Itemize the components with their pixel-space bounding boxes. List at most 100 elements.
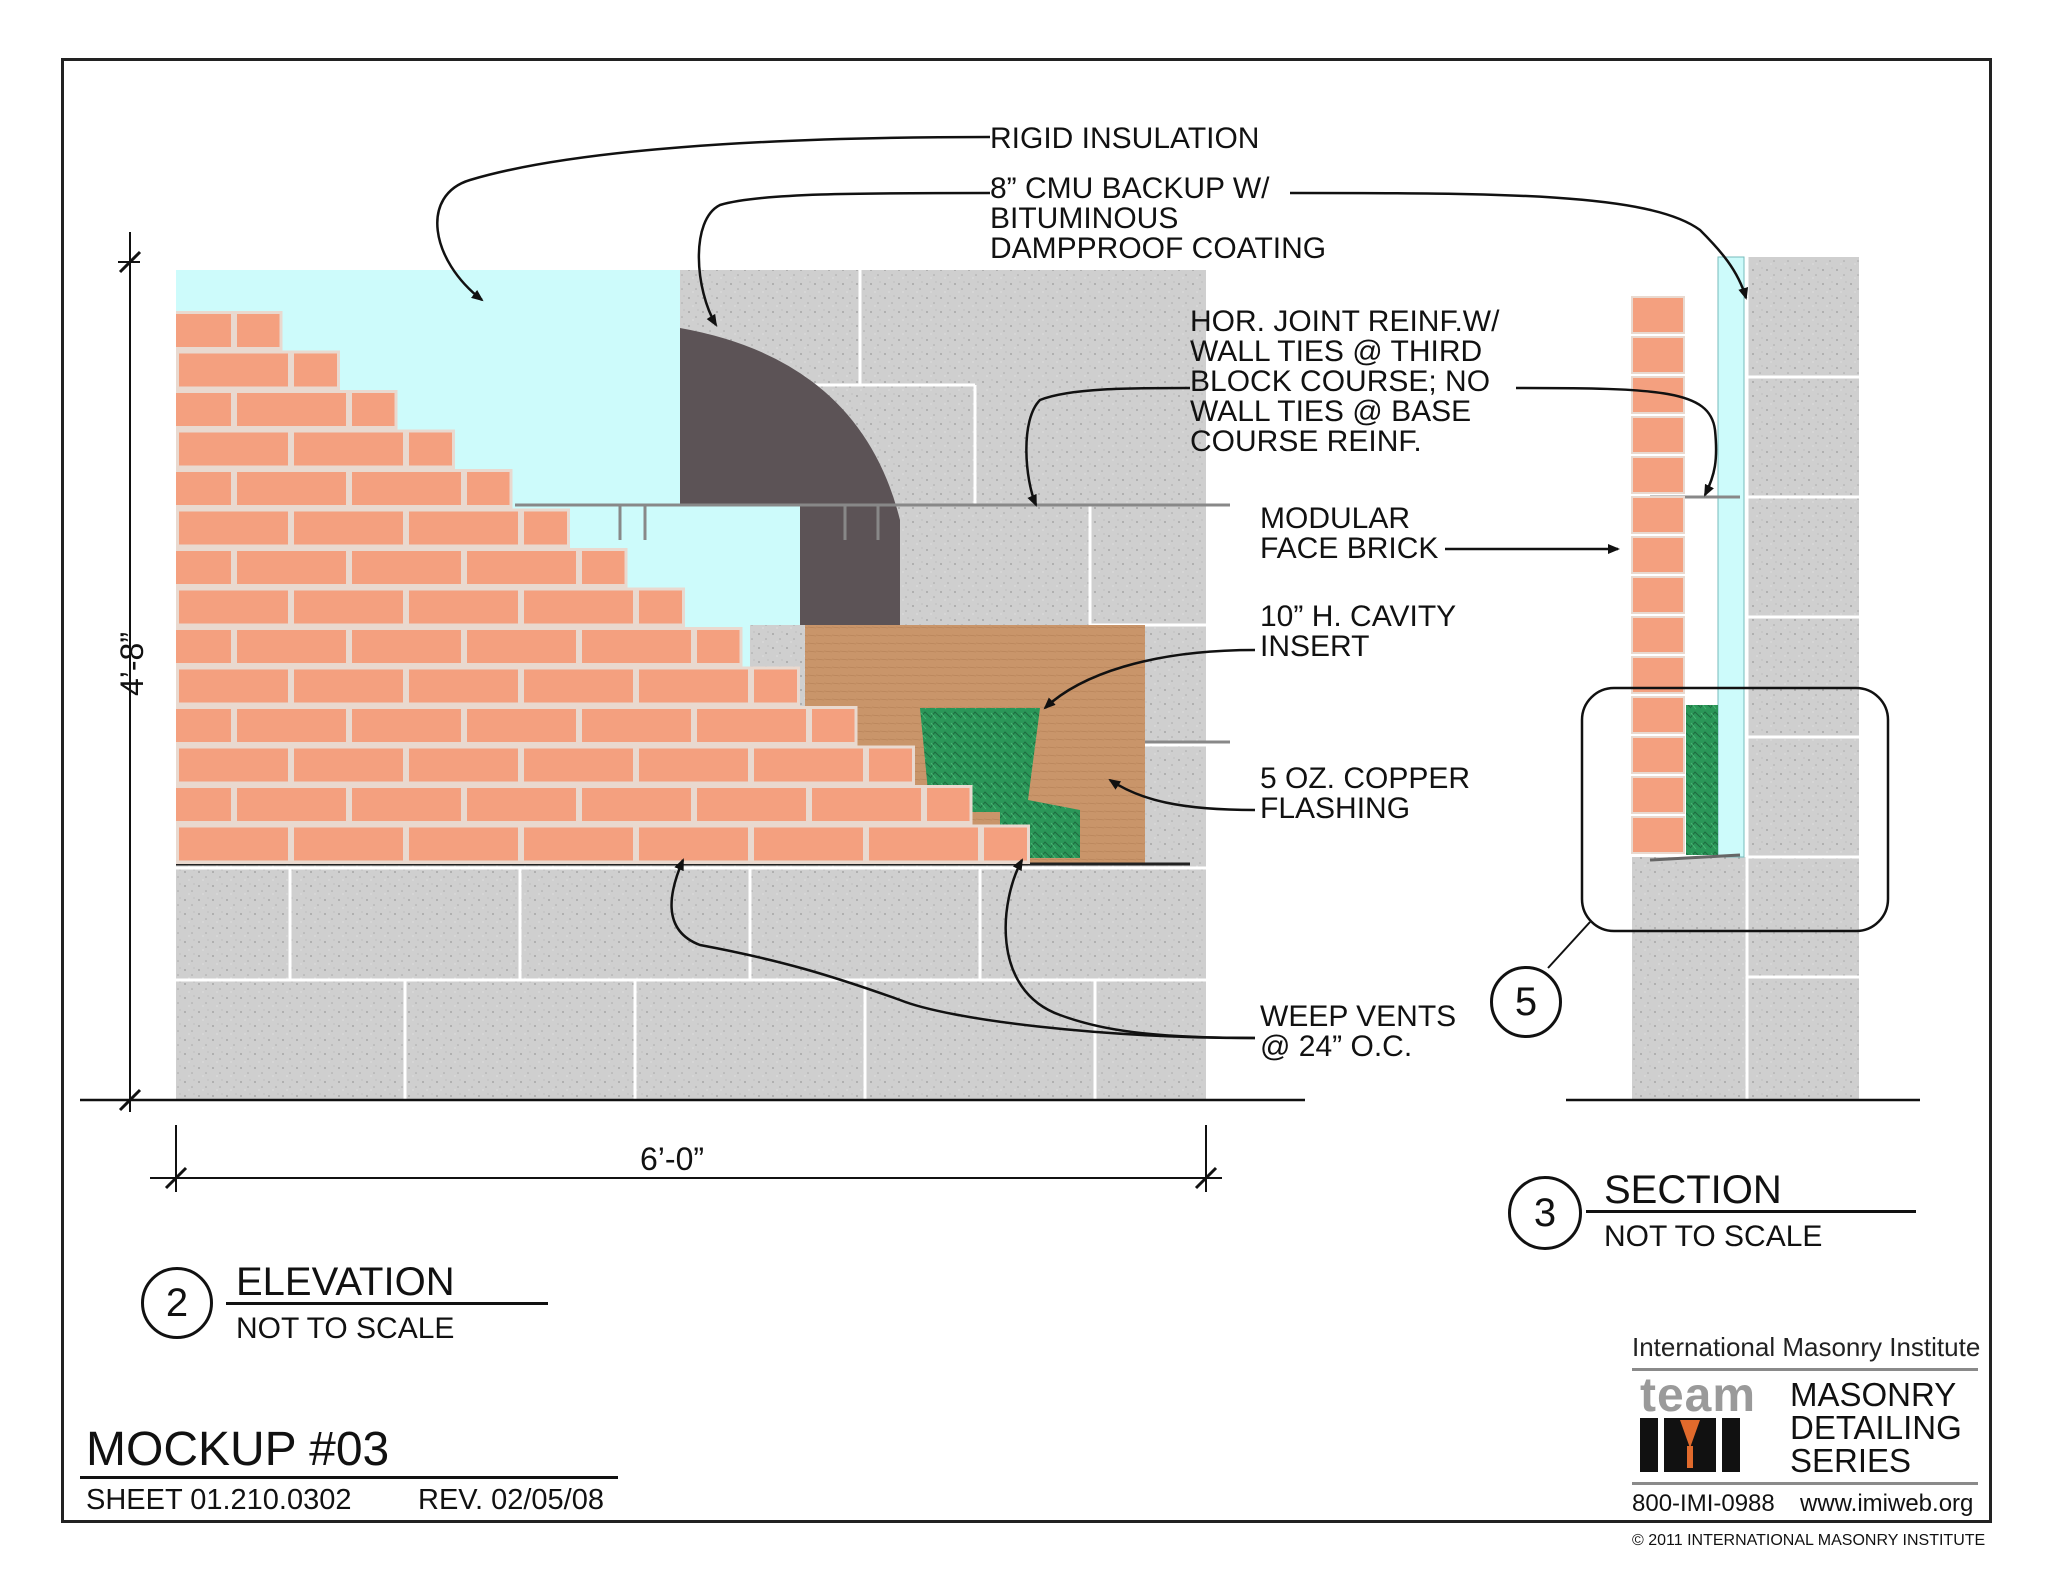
callout-rigid-insulation: RIGID INSULATION [990, 122, 1260, 155]
brick [524, 748, 633, 782]
sheet-title-underline [80, 1476, 618, 1479]
elevation-scale: NOT TO SCALE [236, 1312, 455, 1345]
brick [524, 669, 633, 703]
brick [927, 788, 970, 821]
logo-series-name: MASONRY DETAILING SERIES [1790, 1376, 1962, 1479]
brick [237, 788, 346, 821]
sheet-border [61, 58, 1992, 1523]
callout-weep-vents: WEEP VENTS @ 24” O.C. [1260, 1000, 1457, 1063]
brick [754, 748, 863, 782]
brick [237, 551, 346, 584]
brick [179, 669, 288, 703]
brick [176, 630, 231, 663]
section-brick [1631, 296, 1685, 334]
brick [179, 511, 288, 545]
brick [176, 314, 231, 347]
section-brick [1631, 696, 1685, 734]
section-brick [1631, 416, 1685, 454]
brick [409, 669, 518, 703]
section-scale: NOT TO SCALE [1604, 1220, 1823, 1253]
logo-org-name: International Masonry Institute [1632, 1332, 1981, 1362]
logo-team-wordmark: team [1640, 1369, 1757, 1422]
brick [179, 353, 288, 387]
joint-reinforcement [515, 503, 1230, 744]
callout-leaders [436, 135, 1749, 1040]
brick [524, 827, 633, 861]
callout-hor-joint-reinf: HOR. JOINT REINF.W/ WALL TIES @ THIRD BL… [1190, 305, 1500, 458]
section-brick [1631, 456, 1685, 494]
brick [176, 788, 231, 821]
brick [467, 709, 576, 742]
brick [409, 748, 518, 782]
elevation-title-underline [226, 1302, 548, 1305]
brick [697, 630, 740, 663]
brick [352, 630, 461, 663]
brick [812, 709, 855, 742]
logo-rule-bottom [1632, 1482, 1978, 1485]
brick [639, 748, 748, 782]
brick [294, 827, 403, 861]
section-title-underline [1586, 1210, 1916, 1213]
callout-face-brick: MODULAR FACE BRICK [1260, 502, 1439, 565]
height-dimension-label: 4’-8” [114, 632, 150, 697]
brick [294, 590, 403, 624]
brick [237, 472, 346, 505]
brick [869, 827, 978, 861]
brick [176, 472, 231, 505]
callout-cmu-backup: 8” CMU BACKUP W/ BITUMINOUS DAMPPROOF CO… [990, 172, 1327, 265]
brick [984, 827, 1027, 861]
copyright-notice: © 2011 INTERNATIONAL MASONRY INSTITUTE [1632, 1532, 1986, 1549]
brick [467, 551, 576, 584]
elevation-title: ELEVATION [236, 1260, 455, 1304]
brick [294, 353, 337, 387]
callout-cavity-insert: 10” H. CAVITY INSERT [1260, 600, 1457, 663]
elevation-number: 2 [141, 1267, 213, 1339]
brick [294, 432, 403, 466]
brick [237, 630, 346, 663]
section-brick [1631, 496, 1685, 534]
section-title: SECTION [1604, 1168, 1782, 1212]
brick [176, 551, 231, 584]
brick [524, 511, 567, 545]
logo-website: www.imiweb.org [1800, 1490, 1974, 1517]
brick [467, 472, 510, 505]
brick [754, 827, 863, 861]
section-brick [1631, 616, 1685, 654]
face-brick-elevation [176, 311, 1030, 864]
cmu-joints [176, 270, 1206, 1100]
brick [409, 432, 452, 466]
section-brick [1631, 736, 1685, 774]
width-dimension-line [150, 1125, 1222, 1192]
brick [697, 709, 806, 742]
brick [352, 393, 395, 426]
brick [352, 709, 461, 742]
section-number: 3 [1508, 1176, 1582, 1250]
brick [294, 669, 403, 703]
logo-phone: 800-IMI-0988 [1632, 1490, 1775, 1517]
brick [582, 630, 691, 663]
brick [294, 748, 403, 782]
brick [179, 590, 288, 624]
brick [869, 748, 912, 782]
brick [467, 788, 576, 821]
brick [524, 590, 633, 624]
brick [409, 827, 518, 861]
brick [409, 511, 518, 545]
section-brick [1631, 536, 1685, 574]
brick [582, 709, 691, 742]
brick [639, 590, 682, 624]
imi-logo-icon [1640, 1418, 1740, 1472]
brick [639, 827, 748, 861]
brick [237, 709, 346, 742]
brick [176, 709, 231, 742]
section-brick [1631, 776, 1685, 814]
brick [812, 788, 921, 821]
brick [352, 472, 461, 505]
detail-5-marker: 5 [1490, 966, 1562, 1038]
brick [639, 669, 748, 703]
sheet-title: MOCKUP #03 [86, 1423, 390, 1476]
sheet-number: SHEET 01.210.0302 [86, 1484, 352, 1516]
brick [179, 827, 288, 861]
brick [697, 788, 806, 821]
